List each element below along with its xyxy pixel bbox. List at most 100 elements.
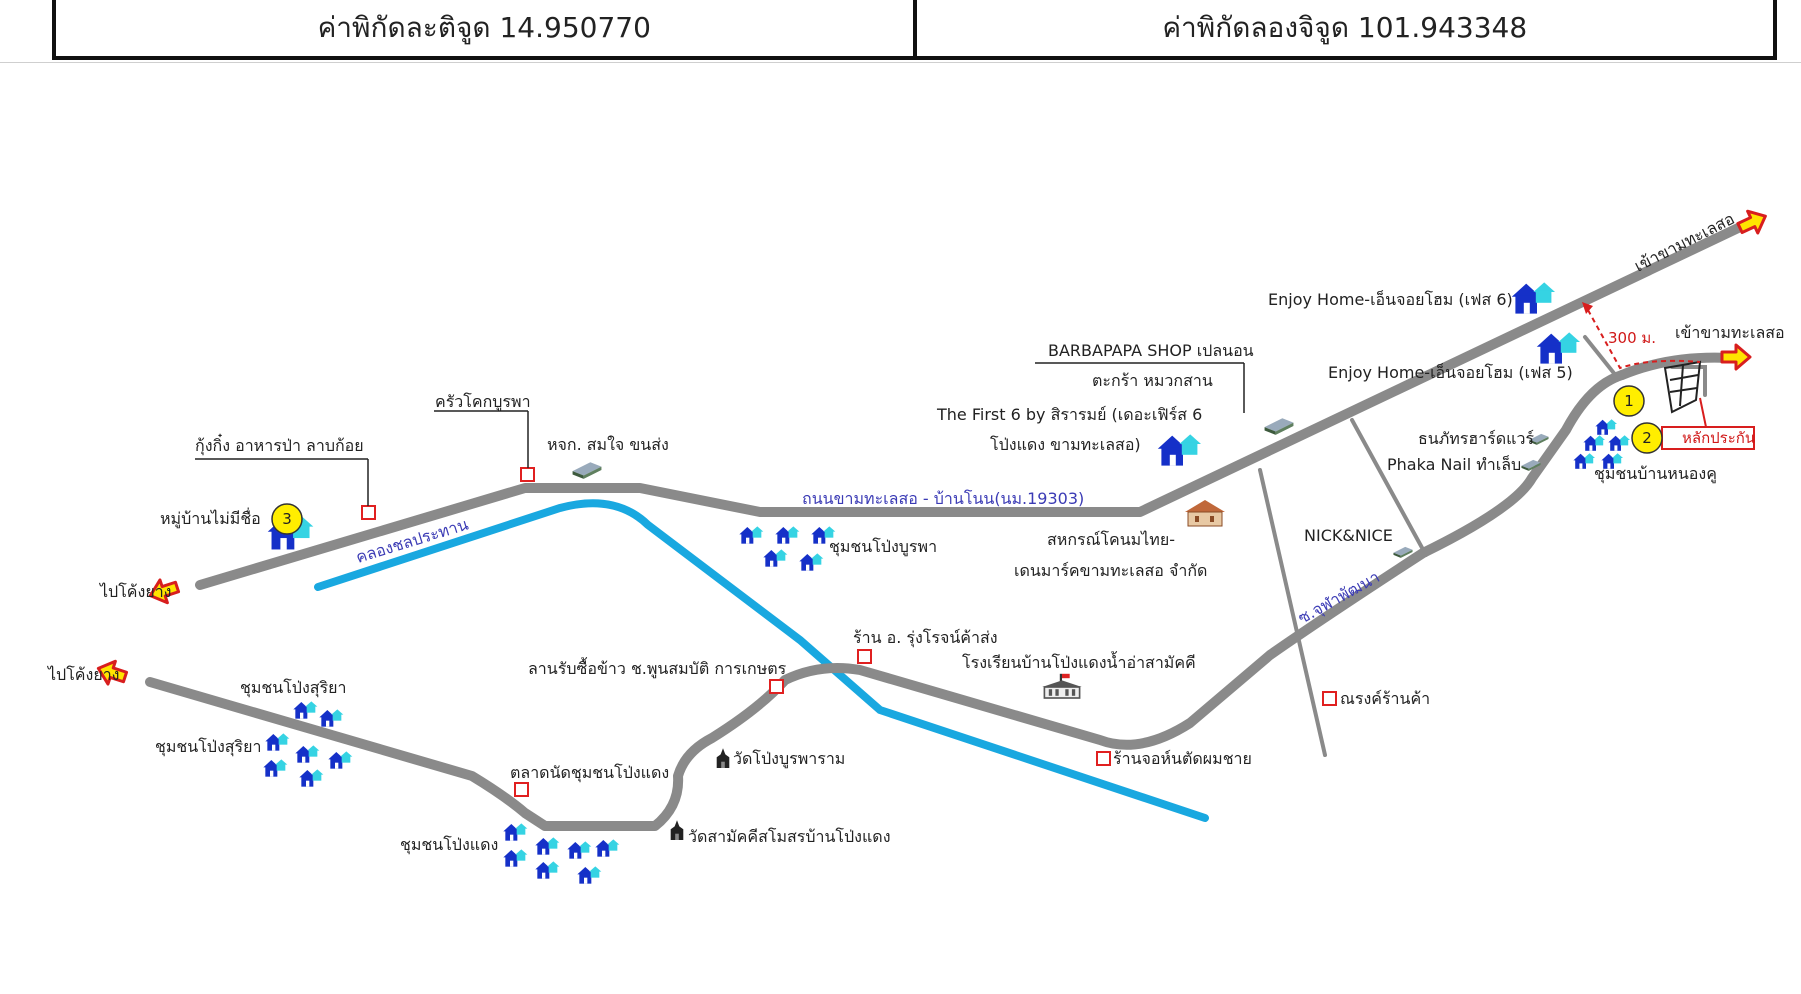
wat-samakkhi-label: วัดสามัคคีสโมสรบ้านโป่งแดง <box>688 827 891 846</box>
house-icon <box>1157 434 1201 466</box>
main-road-label: ถนนขามทะเลสอ - บ้านโนน(นม.19303) <box>802 489 1084 508</box>
pong-burapha-community-label: ชุมชนโป่งบูรพา <box>829 537 937 557</box>
coordinates-table: ค่าพิกัดละติจูด 14.950770 ค่าพิกัดลองจิจ… <box>52 0 1777 60</box>
arrow-east-icon <box>1720 343 1752 371</box>
house-icon <box>775 526 800 544</box>
arrow-west-north-icon <box>148 578 181 605</box>
house-icon <box>503 849 528 867</box>
thanaphat-label: ธนภัทรฮาร์ดแวร์ <box>1418 429 1534 448</box>
direction-khung-yang-south: ไปโค้งยาง <box>46 665 119 684</box>
distance-label: 300 ม. <box>1608 329 1656 347</box>
house-icon <box>577 866 602 884</box>
wat-pong-burapharam-label: วัดโป่งบูรพาราม <box>733 749 845 769</box>
boundary-marker-label: หลักประกัน <box>1682 429 1755 447</box>
boundary-leader <box>1699 397 1707 428</box>
house-icon <box>567 841 592 859</box>
temple-icon <box>716 748 730 768</box>
side-road-1 <box>1258 468 1327 757</box>
badge-2-icon <box>1631 422 1663 454</box>
poi-marker-icon <box>514 782 529 797</box>
soi-label: ซ.จุฬาพัฒนา <box>1295 567 1384 628</box>
pong-daeng-community-label: ชุมชนโป่งแดง <box>400 835 498 855</box>
header-divider <box>0 62 1801 63</box>
badge-group <box>271 385 1663 535</box>
house-icon <box>1536 332 1580 364</box>
arrow-icon <box>96 209 1767 686</box>
badge-1-label: 1 <box>1624 392 1634 410</box>
poi-marker-icon <box>857 649 872 664</box>
distance-marker <box>1587 309 1701 370</box>
side-road-2 <box>1350 418 1428 557</box>
house-icon <box>1511 282 1555 314</box>
house-icon <box>1595 419 1617 435</box>
school-label: โรงเรียนบ้านโป่งแดงน้ำอ่าสามัคคี <box>962 651 1196 672</box>
arrow-west-south-icon <box>96 659 129 686</box>
rice-yard-label: ลานรับซื้อข้าว ช.พูนสมบัติ การเกษตร <box>528 657 787 679</box>
krua-khok-burapha-label: ครัวโคกบูรพา <box>435 392 531 412</box>
longitude-cell: ค่าพิกัดลองจิจูด 101.943348 <box>912 0 1774 56</box>
side-road-3 <box>1583 335 1619 379</box>
shop-icon <box>1264 418 1294 435</box>
house-icon <box>535 861 560 879</box>
poi-marker-icon <box>361 505 376 520</box>
poi-marker-icon <box>769 679 784 694</box>
enjoy-home-6-label: Enjoy Home-เอ็นจอยโฮม (เฟส 6) <box>1268 289 1513 309</box>
house-icon <box>595 839 620 857</box>
house-icon <box>293 701 318 719</box>
house-icon <box>1583 435 1605 451</box>
south-road <box>145 370 1627 831</box>
warehouse-icon <box>572 462 602 479</box>
coop-label-1: สหกรณ์โคนมไทย- <box>1047 530 1175 549</box>
pong-suriya-1-label: ชุมชนโป่งสุริยา <box>240 678 346 698</box>
house-icon <box>535 837 560 855</box>
badge-1-icon <box>1613 385 1645 417</box>
phaka-nail-label: Phaka Nail ทำเล็บ <box>1387 454 1521 474</box>
poi-marker-icon <box>520 467 535 482</box>
kung-king-label: กุ้งกิ๋ง อาหารป่า ลาบก้อย <box>195 433 364 456</box>
enjoy-home-5-label: Enjoy Home-เอ็นจอยโฮม (เฟส 5) <box>1328 362 1573 382</box>
nong-khu-label: ชุมชนบ้านหนองคู <box>1594 464 1717 484</box>
house-icon <box>503 823 528 841</box>
house-icon <box>295 745 320 763</box>
poi-marker-icon <box>1096 751 1111 766</box>
house-icon <box>263 759 288 777</box>
house-icon <box>763 549 788 567</box>
badge-3-label: 3 <box>282 510 292 528</box>
barbapapa-label-2: ตะกร้า หมวกสาน <box>1092 371 1213 390</box>
pong-suriya-2-label: ชุมชนโป่งสุริยา <box>155 737 261 757</box>
poi-marker-icon <box>1322 691 1337 706</box>
direction-khung-yang-north: ไปโค้งยาง <box>98 582 171 601</box>
house-icon <box>328 751 353 769</box>
market-label: ตลาดนัดชุมชนโป่งแดง <box>510 763 669 783</box>
distance-arrowhead <box>1582 302 1593 314</box>
direction-kham-thale-so-top: เข้าขามทะเลสอ <box>1631 209 1737 276</box>
barber-label: ร้านจอห์นตัดผมชาย <box>1113 749 1252 768</box>
house-icon <box>1608 435 1630 451</box>
house-icon <box>319 709 344 727</box>
school-icon <box>1041 673 1083 699</box>
house-icon <box>739 526 764 544</box>
barbapapa-label-1: BARBAPAPA SHOP เปลนอน <box>1048 341 1254 360</box>
badge-2-label: 2 <box>1642 429 1652 447</box>
land-plot <box>1663 360 1702 414</box>
latitude-cell: ค่าพิกัดละติจูด 14.950770 <box>317 11 651 44</box>
first6-label-2: โป่งแดง ขามทะเลสอ) <box>990 435 1141 454</box>
house-icon <box>799 553 824 571</box>
house-icon <box>299 769 324 787</box>
temple-icon <box>670 820 684 840</box>
dairy-coop-icon <box>1185 500 1225 527</box>
nick-nice-label: NICK&NICE <box>1304 526 1393 545</box>
house-icon <box>265 733 290 751</box>
arrow-northeast-icon <box>1736 209 1767 235</box>
ronnarong-shop-label: ณรงค์ร้านค้า <box>1340 689 1430 708</box>
ruangrot-shop-label: ร้าน อ. รุ่งโรจน์ค้าส่ง <box>853 628 998 648</box>
canal <box>314 499 1209 822</box>
coop-label-2: เดนมาร์คขามทะเลสอ จำกัด <box>1014 561 1207 580</box>
main-road <box>195 215 1760 590</box>
direction-kham-thale-so-right: เข้าขามทะเลสอ <box>1675 323 1785 342</box>
somjai-label: หจก. สมใจ ขนส่ง <box>547 435 669 454</box>
first6-label-1: The First 6 by สิรารมย์ (เดอะเฟิร์ส 6 <box>936 405 1202 424</box>
house-icon <box>1573 453 1595 469</box>
badge-3-icon <box>271 503 303 535</box>
